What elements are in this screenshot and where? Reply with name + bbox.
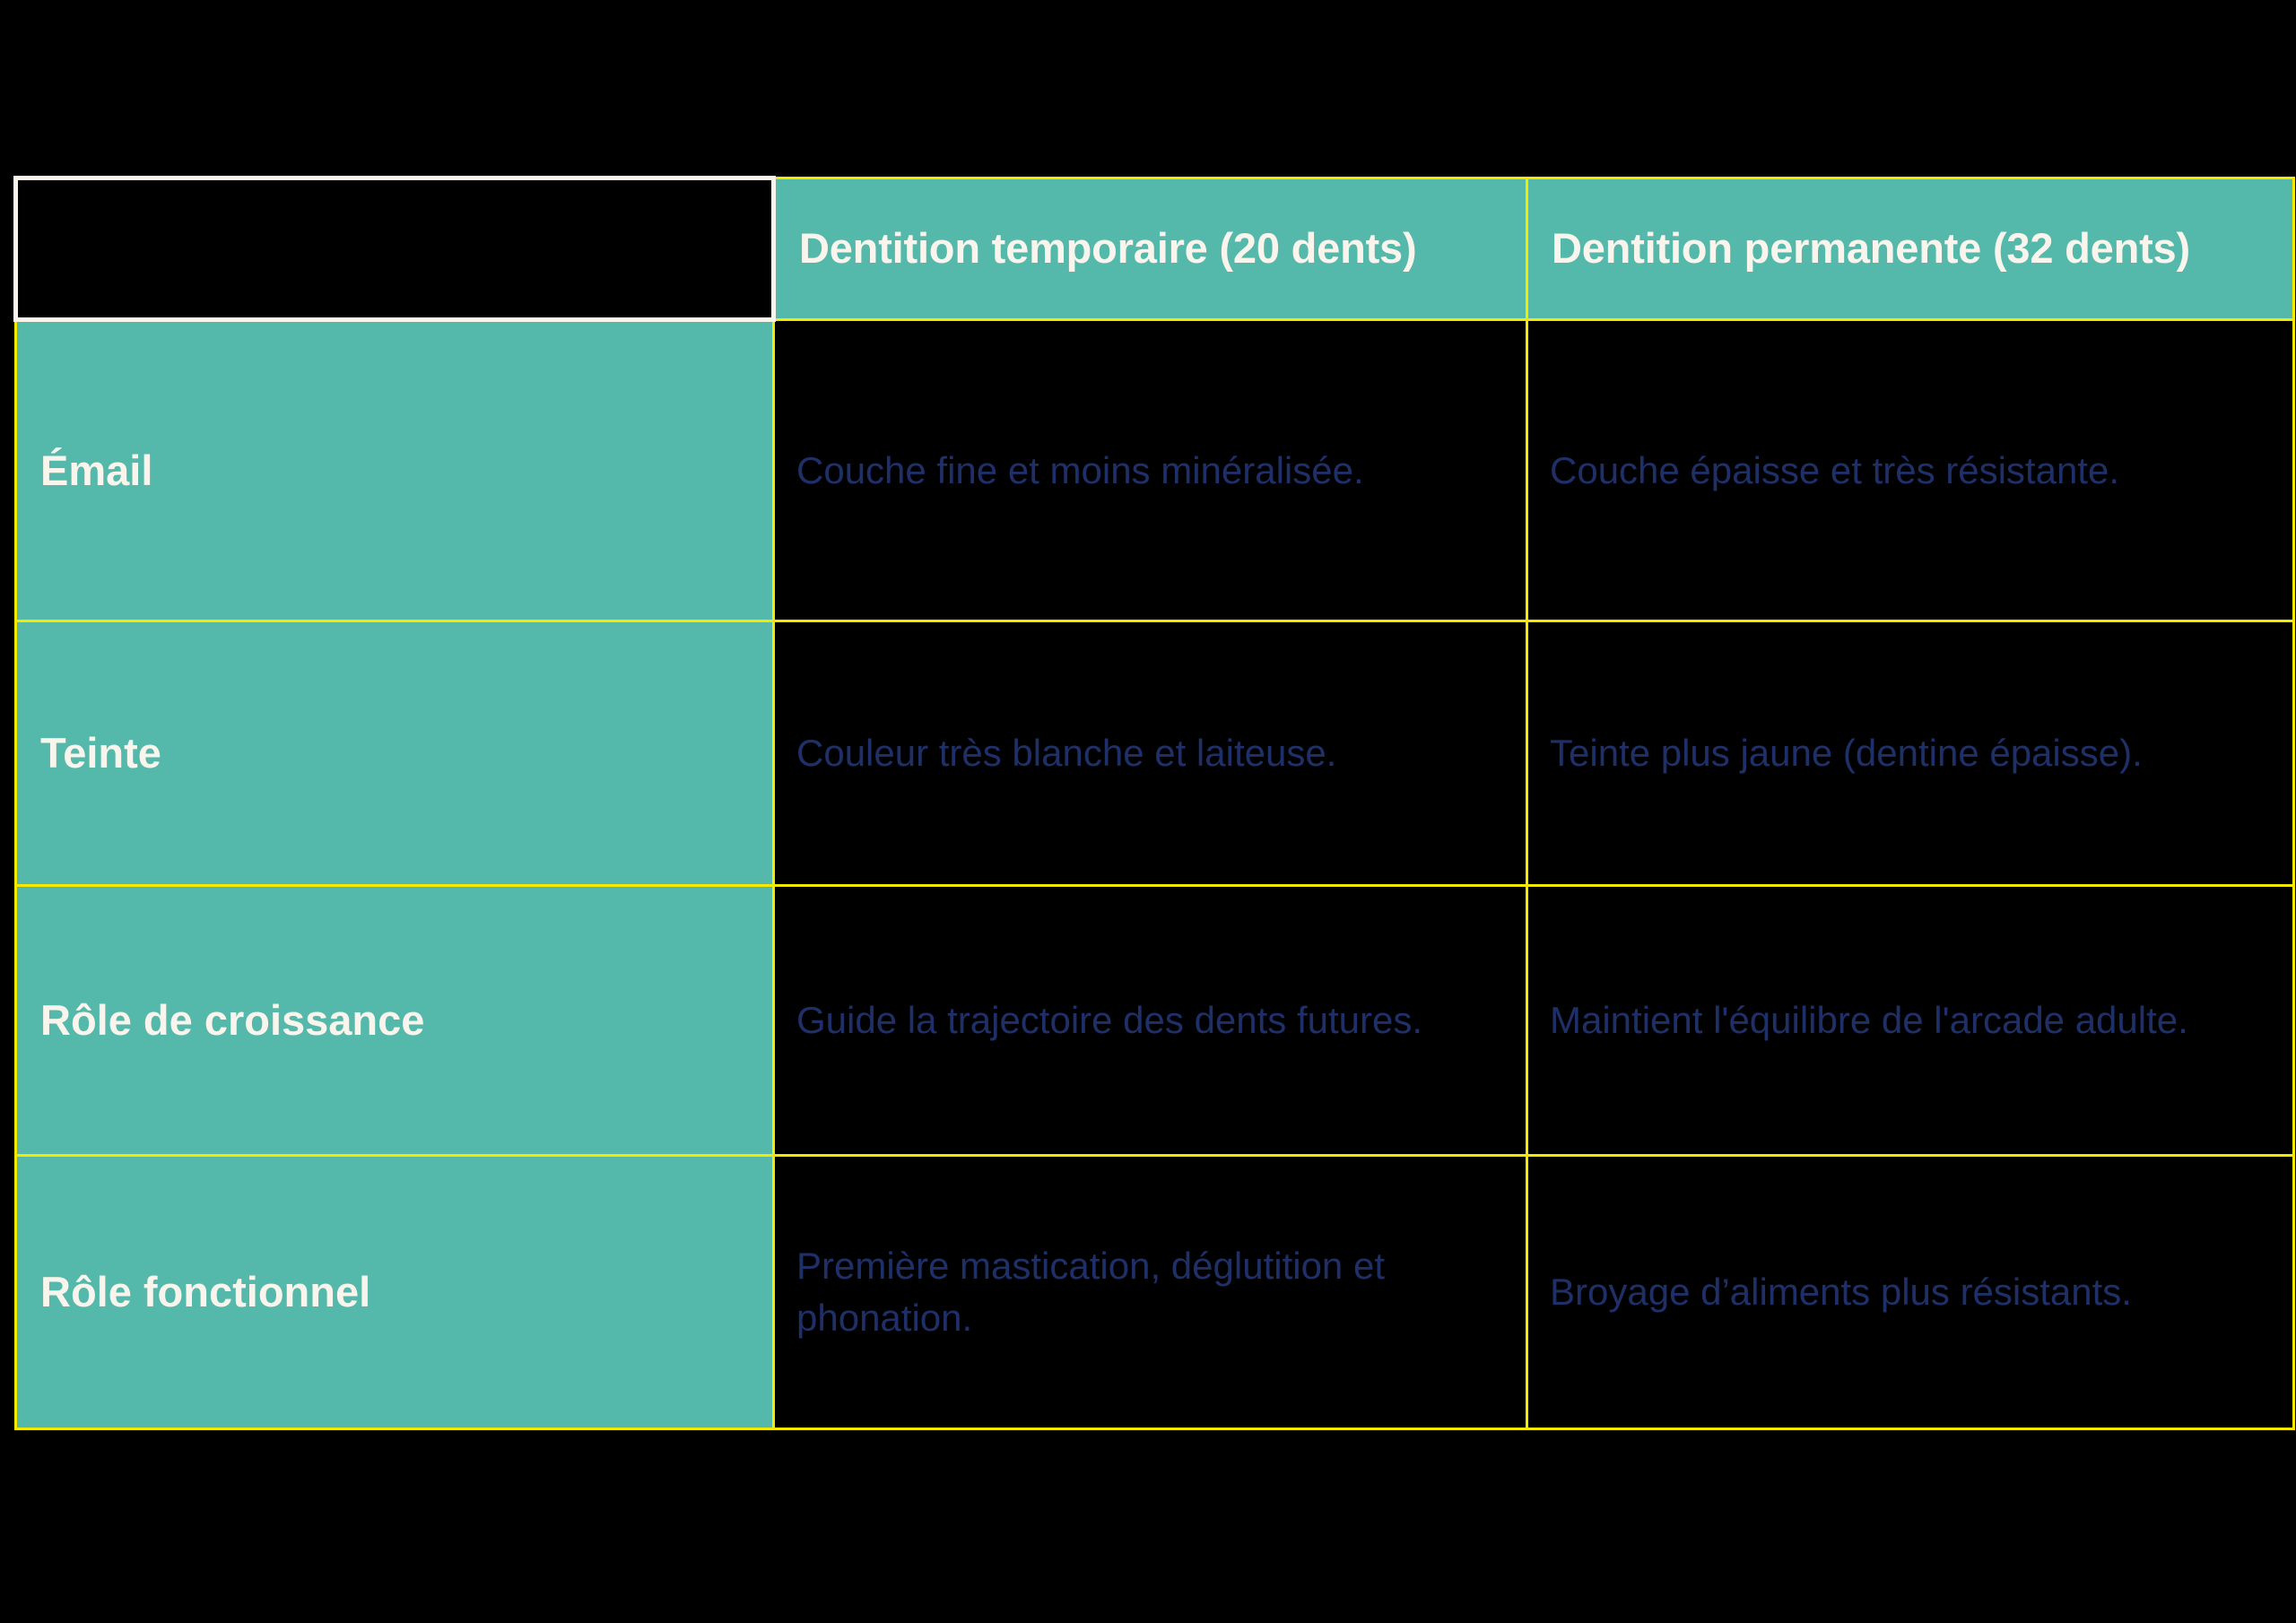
cell-text: Couche fine et moins minéralisée. [796,448,1364,491]
cell-email-temporaire: Couche fine et moins minéralisée. [772,317,1528,623]
dentition-comparison-table: Dentition temporaire (20 dents) Dentitio… [13,176,2295,1430]
comparison-table-container: Dentition temporaire (20 dents) Dentitio… [13,176,2295,1430]
row-label-role-fonctionnel: Rôle fonctionnel [14,1154,775,1430]
column-header-dentition-permanente: Dentition permanente (32 dents) [1526,177,2295,321]
cell-text: Broyage d’aliments plus résistants. [1550,1271,2132,1314]
cell-teinte-temporaire: Couleur très blanche et laiteuse. [772,620,1528,887]
cell-text: Couleur très blanche et laiteuse. [796,732,1337,775]
row-label-teinte: Teinte [14,620,775,887]
row-label-email: Émail [14,317,775,623]
table-row: Rôle fonctionnel Première mastication, d… [14,1154,2295,1430]
cell-teinte-permanente: Teinte plus jaune (dentine épaisse). [1526,620,2295,887]
cell-croissance-permanente: Maintient l'équilibre de l'arcade adulte… [1526,883,2295,1158]
table-header-row: Dentition temporaire (20 dents) Dentitio… [13,176,2295,322]
row-label-role-de-croissance: Rôle de croissance [14,883,775,1158]
cell-croissance-temporaire: Guide la trajectoire des dents futures. [772,883,1528,1158]
table-row: Rôle de croissance Guide la trajectoire … [14,883,2295,1158]
cell-text: Guide la trajectoire des dents futures. [796,999,1423,1042]
column-header-dentition-temporaire: Dentition temporaire (20 dents) [772,177,1528,321]
cell-email-permanente: Couche épaisse et très résistante. [1526,317,2295,623]
cell-text: Teinte plus jaune (dentine épaisse). [1550,732,2143,775]
table-row: Émail Couche fine et moins minéralisée. … [14,317,2295,623]
cell-fonctionnel-permanente: Broyage d’aliments plus résistants. [1526,1154,2295,1430]
table-corner-cell [13,176,776,322]
table-row: Teinte Couleur très blanche et laiteuse.… [14,620,2295,887]
cell-text: Première mastication, déglutition et pho… [796,1245,1385,1340]
cell-text: Couche épaisse et très résistante. [1550,448,2120,491]
cell-fonctionnel-temporaire: Première mastication, déglutition et pho… [772,1154,1528,1430]
cell-text: Maintient l'équilibre de l'arcade adulte… [1550,999,2188,1042]
